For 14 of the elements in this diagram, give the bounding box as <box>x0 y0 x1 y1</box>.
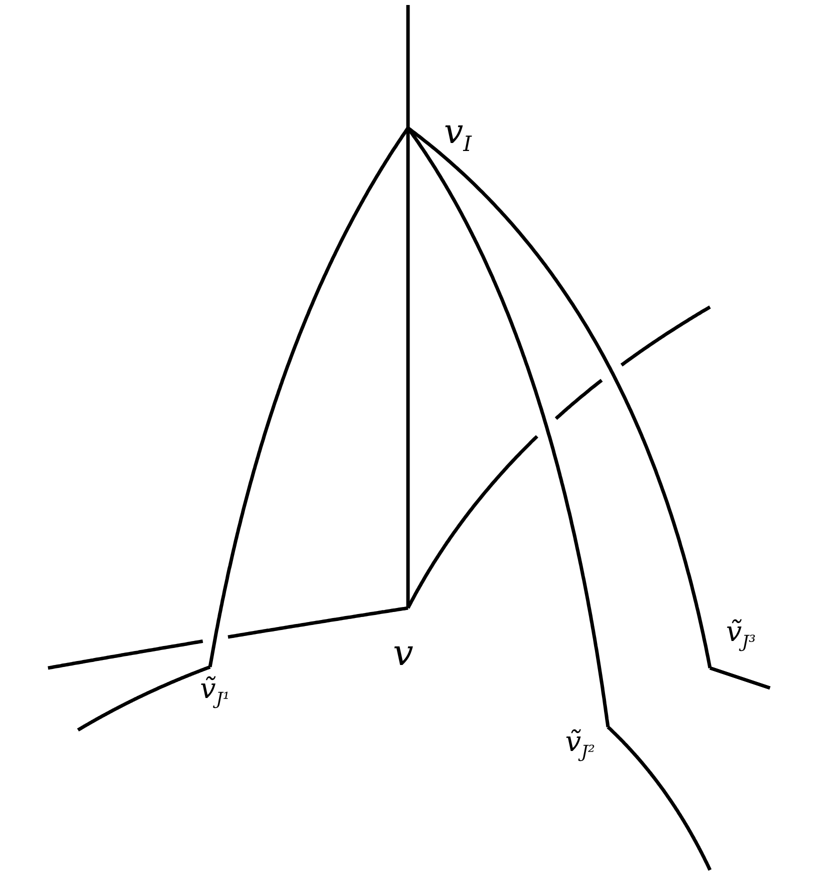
edge-line <box>708 666 772 690</box>
curve-line <box>46 606 410 670</box>
curve-line <box>406 305 712 610</box>
vertex-label: ṽ$_{J³}$ <box>726 618 756 652</box>
vertex-label: v$_{I}$ <box>444 115 472 154</box>
curve-line <box>606 726 712 871</box>
curve-line <box>76 665 212 732</box>
vertex-label: v <box>393 636 414 672</box>
vertex-label: ṽ$_{J²}$ <box>565 728 595 762</box>
curve-line <box>406 126 610 728</box>
curve-line <box>208 127 410 668</box>
vertex-label: ṽ$_{J¹}$ <box>200 675 230 709</box>
curve-line <box>406 126 712 668</box>
edge-line <box>406 4 410 130</box>
